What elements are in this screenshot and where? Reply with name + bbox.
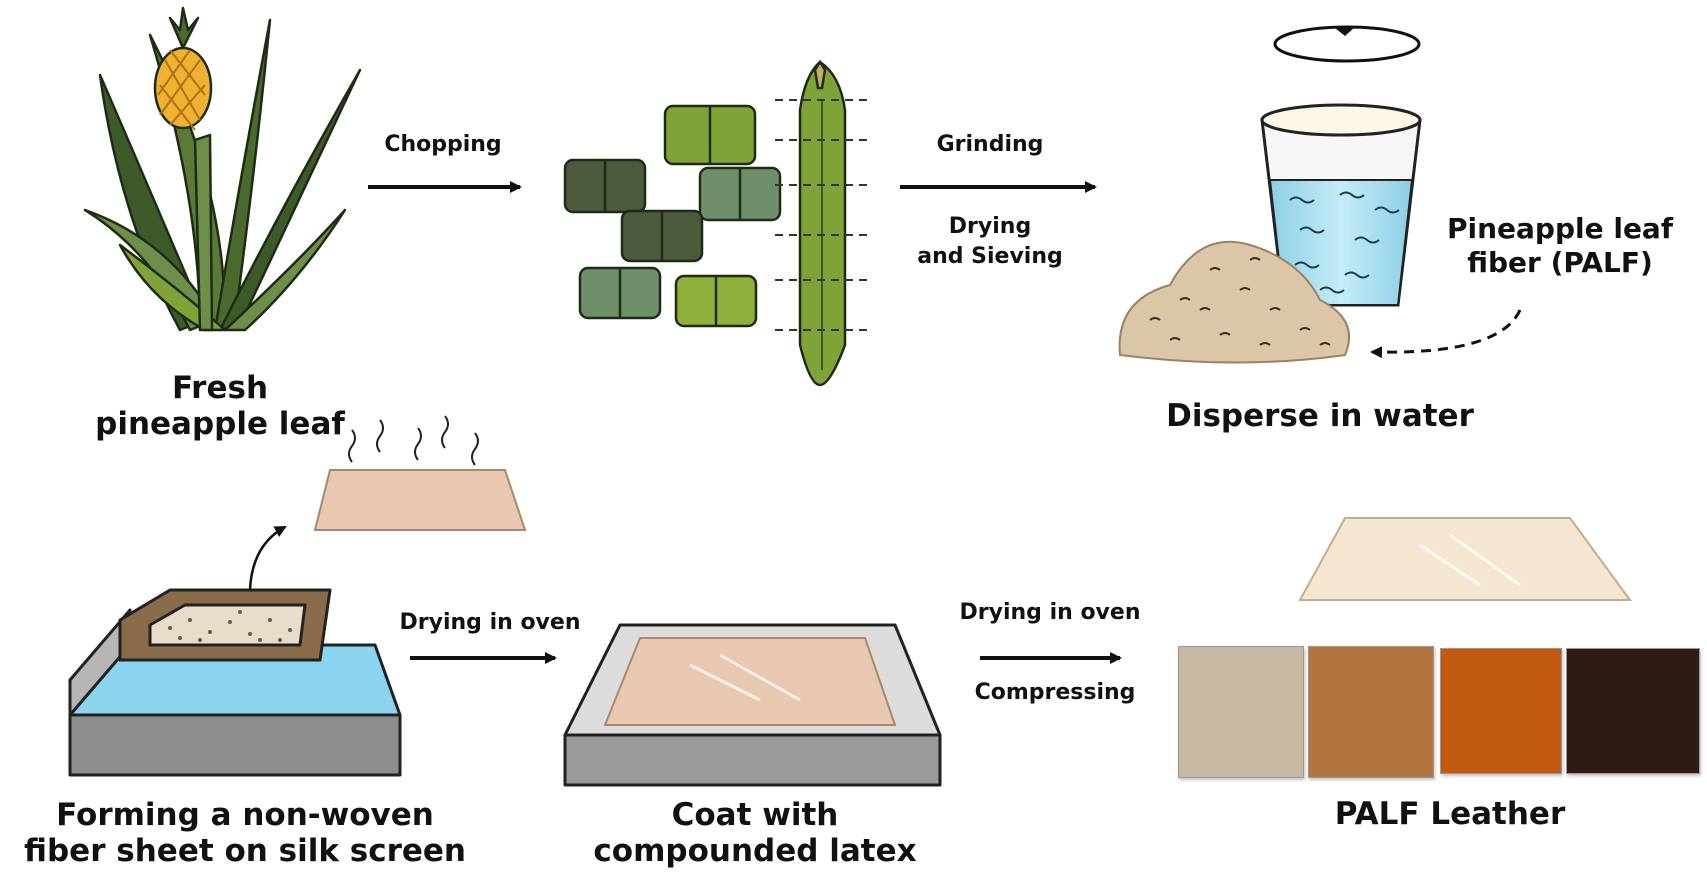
coat-label: Coat with compounded latex: [590, 797, 920, 869]
fresh-leaf-label-line1: Fresh: [171, 370, 269, 406]
swatch-tan: [1308, 646, 1434, 778]
leather-sheet-icon: [1298, 517, 1632, 601]
drying-oven-label-2: Drying in oven: [959, 600, 1141, 625]
palf-label: Pineapple leaf fiber (PALF): [1425, 212, 1695, 280]
compressing-label: Compressing: [974, 680, 1136, 705]
lift-sheet-arrow: [248, 525, 287, 591]
palf-pointer-arrow: [1370, 309, 1522, 359]
pineapple-plant-icon: [83, 6, 362, 332]
coat-label-line2: compounded latex: [593, 833, 917, 869]
grinding-label: Grinding: [936, 132, 1044, 157]
silk-screen-tray-icon: [68, 588, 402, 777]
palf-leather-label: PALF Leather: [1334, 796, 1566, 832]
swatch-natural: [1178, 646, 1304, 778]
drying-sieving-line2: and Sieving: [917, 244, 1063, 269]
forming-label: Forming a non-woven fiber sheet on silk …: [20, 797, 470, 869]
chopping-label: Chopping: [384, 132, 502, 157]
drying-sieving-line1: Drying: [948, 214, 1032, 239]
palf-label-line1: Pineapple leaf: [1446, 212, 1674, 245]
drying-sieving-label: Drying and Sieving: [890, 212, 1090, 272]
leaf-pieces-icon: [563, 59, 870, 387]
glass-of-water-icon: [1260, 25, 1422, 307]
swatch-orange: [1440, 648, 1562, 774]
disperse-label: Disperse in water: [1166, 398, 1474, 434]
coat-label-line1: Coat with: [671, 797, 839, 833]
drying-oven-label-1: Drying in oven: [399, 610, 581, 635]
swatch-dark-brown: [1566, 648, 1700, 774]
palf-label-line2: fiber (PALF): [1467, 246, 1653, 279]
fresh-leaf-label-line2: pineapple leaf: [95, 406, 345, 442]
fresh-leaf-label: Fresh pineapple leaf: [70, 370, 370, 442]
latex-tray-icon: [563, 623, 942, 787]
heated-sheet-icon: [313, 415, 527, 531]
forming-label-line2: fiber sheet on silk screen: [24, 833, 466, 869]
fiber-pile-icon: [1118, 240, 1350, 364]
forming-label-line1: Forming a non-woven: [56, 797, 434, 833]
